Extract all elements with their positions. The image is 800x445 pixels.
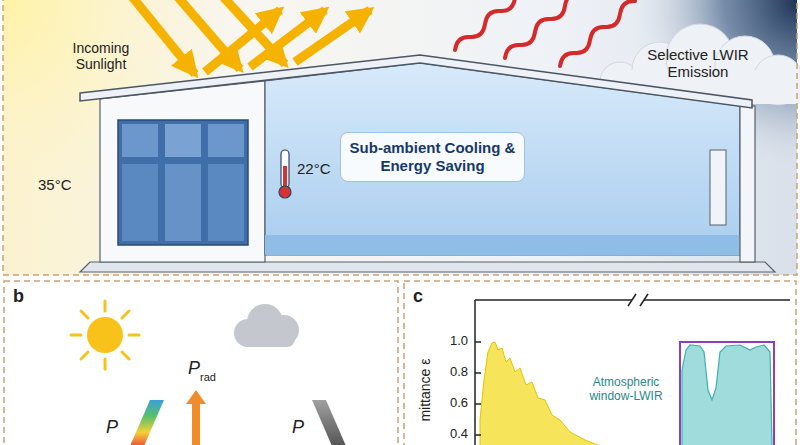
lwir-wave	[560, 1, 635, 66]
window-box	[680, 342, 774, 445]
panel-letter: c	[413, 286, 423, 307]
cloud-icon	[234, 304, 299, 347]
tick-label: 0.6	[438, 396, 468, 411]
lwir-wave	[455, 0, 530, 50]
reflected-ray	[250, 10, 325, 67]
sun-ray	[104, 301, 107, 311]
exterior-wall	[740, 106, 755, 262]
emittance-spectrum	[682, 345, 772, 445]
solar-beam	[130, 400, 164, 445]
emission-label: Selective LWIR Emission	[628, 46, 768, 81]
tick-label: 0.8	[438, 365, 468, 380]
atmosphere-beam	[312, 400, 346, 445]
reflected-ray	[295, 10, 370, 62]
panel-background	[3, 0, 797, 275]
power-symbol: P	[292, 417, 304, 438]
sunlight-arrows	[125, 0, 370, 74]
box-text: Sub-ambient Cooling & Energy Saving	[349, 139, 516, 175]
lwir-wave	[505, 0, 580, 58]
power-subscript: rad	[200, 371, 216, 384]
sun-glow	[3, 0, 797, 275]
lwir-waves	[455, 0, 635, 66]
thermometer-bulb	[279, 186, 291, 198]
interior-floor	[265, 235, 740, 255]
sun-ray	[104, 359, 107, 369]
tick	[475, 341, 481, 343]
power-symbol: P	[106, 417, 118, 438]
tick	[475, 372, 481, 374]
indoor-temperature: 22°C	[297, 160, 331, 177]
panel-border	[404, 281, 796, 445]
sun-icon	[87, 317, 123, 353]
sun-ray	[81, 352, 88, 359]
radiation-arrow	[186, 390, 206, 445]
door	[710, 150, 726, 225]
ticks	[475, 342, 481, 435]
reflected-ray	[205, 10, 280, 72]
sun-ray	[122, 352, 129, 359]
outdoor-temperature: 35°C	[38, 176, 72, 193]
sun-rays	[71, 301, 139, 369]
panel-border	[3, 0, 797, 275]
window-pane	[208, 124, 244, 157]
axis-break	[640, 294, 648, 306]
house-floor	[80, 262, 775, 272]
window-pane	[122, 124, 158, 157]
sun-ray	[71, 334, 81, 337]
power-symbol: P	[188, 358, 200, 379]
solar-spectrum	[480, 342, 600, 445]
sun-ray	[129, 334, 139, 337]
window	[118, 120, 248, 245]
panel-letter: b	[13, 286, 24, 307]
window-pane	[208, 164, 244, 241]
tick	[475, 434, 481, 436]
band-label: Atmospheric window-LWIR	[578, 376, 674, 404]
tick	[475, 403, 481, 405]
sunlight-label: Incoming Sunlight	[58, 40, 144, 72]
sun-ray	[81, 311, 88, 318]
window-pane	[122, 164, 158, 241]
caption-box: Sub-ambient Cooling & Energy Saving	[340, 132, 525, 182]
sun-ray	[122, 311, 129, 318]
exterior-wall	[100, 81, 265, 262]
window-pane	[165, 164, 201, 241]
panel-border	[4, 281, 398, 445]
axis-title: mittance ε	[418, 358, 434, 421]
window-pane	[165, 124, 201, 157]
tick-label: 0.4	[438, 427, 468, 442]
tick-label: 1.0	[438, 334, 468, 349]
cloud-base	[240, 330, 295, 347]
top-axis	[644, 299, 790, 301]
axis-break	[628, 294, 636, 306]
night-sky	[3, 0, 797, 275]
top-axis	[475, 299, 632, 301]
